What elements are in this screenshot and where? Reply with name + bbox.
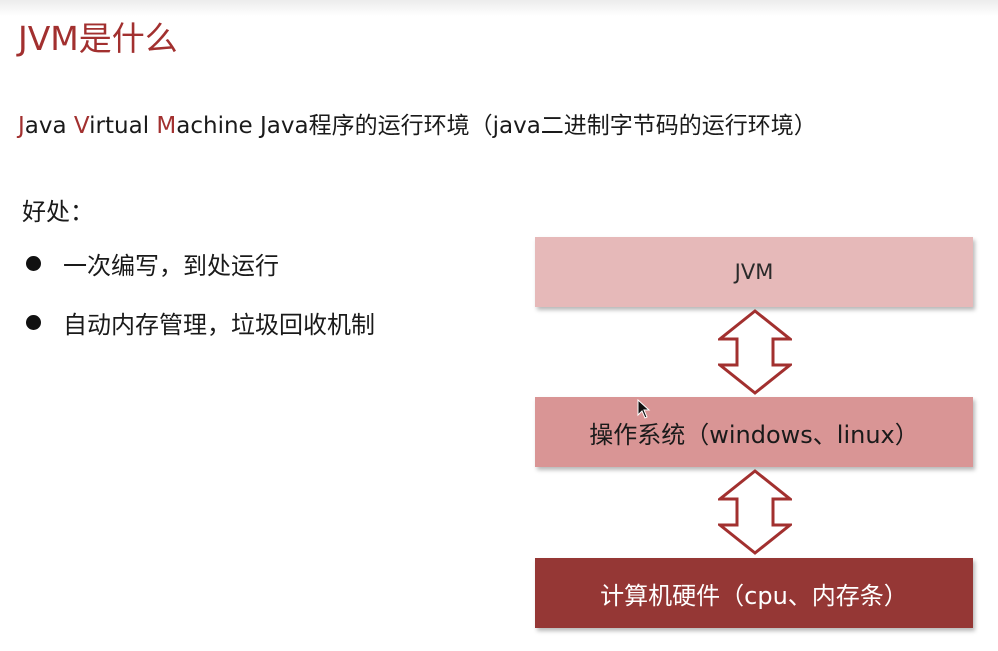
benefits-list: 一次编写，到处运行 自动内存管理，垃圾回收机制: [26, 246, 375, 364]
subtitle-initial-m: M: [156, 113, 177, 139]
double-arrow-icon: [718, 309, 792, 395]
window-top-edge: [0, 0, 998, 16]
list-item: 自动内存管理，垃圾回收机制: [26, 305, 375, 364]
list-item: 一次编写，到处运行: [26, 246, 375, 305]
layer-os-label: 操作系统（windows、linux）: [589, 420, 919, 449]
list-item-label: 一次编写，到处运行: [63, 252, 279, 280]
bullet-icon: [26, 256, 41, 271]
subtitle-text-irtual: irtual: [89, 113, 157, 139]
layer-hardware: 计算机硬件（cpu、内存条）: [535, 558, 973, 628]
mouse-pointer-icon: [637, 399, 651, 419]
layer-jvm-label: JVM: [734, 260, 774, 284]
subtitle-initial-v: V: [73, 113, 90, 139]
bullet-icon: [26, 315, 41, 330]
subtitle-text-ava: ava: [24, 113, 74, 139]
slide-title: JVM是什么: [18, 19, 178, 58]
subtitle-initial-j: J: [18, 113, 25, 139]
list-item-label: 自动内存管理，垃圾回收机制: [63, 311, 375, 339]
layer-hardware-label: 计算机硬件（cpu、内存条）: [600, 581, 908, 610]
double-arrow-icon: [718, 469, 792, 555]
benefits-heading: 好处：: [22, 198, 94, 226]
layer-operating-system: 操作系统（windows、linux）: [535, 397, 973, 467]
subtitle-text-achine: achine Java程序的运行环境（java二进制字节码的运行环境）: [176, 113, 817, 139]
slide-subtitle: Java Virtual Machine Java程序的运行环境（java二进制…: [18, 106, 817, 140]
layer-jvm: JVM: [535, 237, 973, 307]
